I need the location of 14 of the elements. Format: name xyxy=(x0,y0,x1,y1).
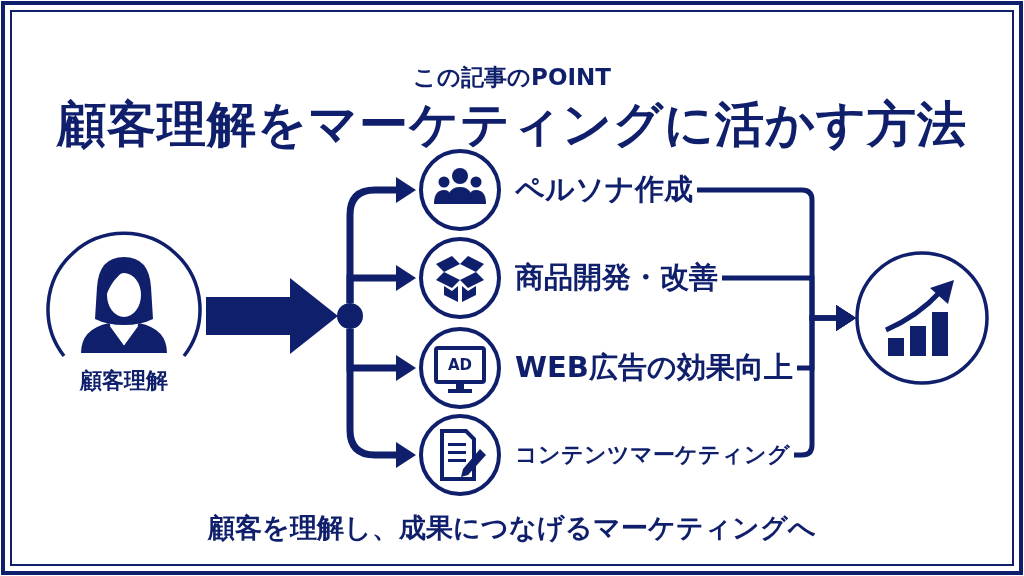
chart-circle xyxy=(854,250,990,386)
block-arrow xyxy=(206,278,338,354)
item-label: ペルソナ作成 xyxy=(515,171,693,209)
arrow xyxy=(346,329,416,468)
junction-dot xyxy=(337,303,363,329)
title: 顧客理解をマーケティングに活かす方法 xyxy=(55,95,968,155)
arrow xyxy=(346,265,416,303)
item-label: WEB広告の効果向上 xyxy=(515,349,793,387)
screen-text: AD xyxy=(446,356,474,374)
heading: この記事のPOINT xyxy=(412,63,612,92)
node-label: 顧客理解 xyxy=(78,367,169,395)
caption-text: 顧客を理解し、成果につなげるマーケティングへ xyxy=(206,511,817,545)
item-label: 商品開発・改善 xyxy=(515,259,718,297)
item-label: コンテンツマーケティング xyxy=(515,440,790,469)
